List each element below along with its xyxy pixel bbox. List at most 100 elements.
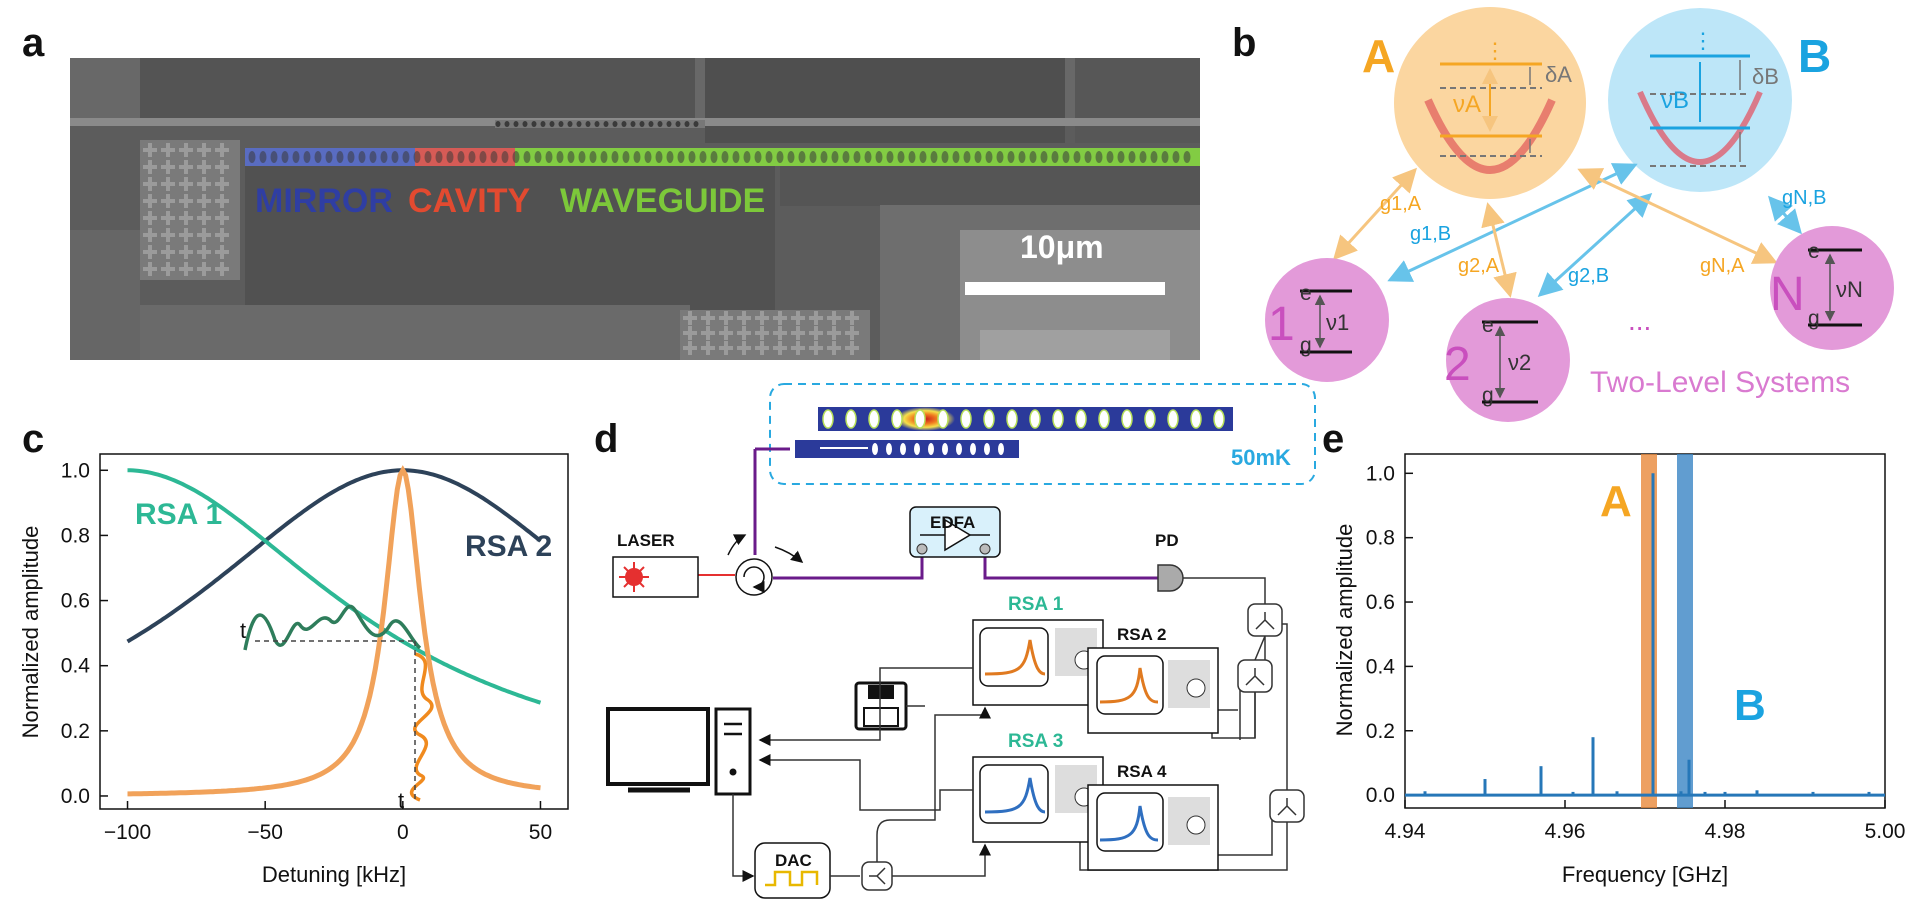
hole	[960, 409, 972, 429]
hole	[1075, 409, 1087, 429]
tls-n-index: N	[1770, 268, 1805, 321]
cross	[143, 228, 157, 242]
hole	[534, 151, 542, 163]
hole	[732, 151, 740, 163]
computer-tower-icon	[714, 707, 752, 796]
hole	[822, 409, 834, 429]
rsa-1-label: RSA 1	[135, 498, 222, 531]
cross	[737, 326, 751, 340]
plot-e-ylabel: Normalized amplitude	[1332, 524, 1357, 737]
time-trace-orange	[410, 652, 434, 802]
hole	[928, 443, 934, 455]
hole	[743, 151, 751, 163]
hole	[974, 151, 982, 163]
hole	[666, 121, 672, 127]
y-tick-label: 0.0	[61, 785, 90, 808]
hole	[490, 151, 498, 163]
cross	[179, 177, 193, 191]
hole	[622, 151, 630, 163]
beam-holes	[248, 121, 1191, 163]
band-a-label: A	[1600, 477, 1632, 526]
cross	[845, 341, 859, 355]
hole	[369, 151, 377, 163]
hole	[578, 151, 586, 163]
y-tick-label: 0.4	[61, 655, 91, 678]
hole	[914, 443, 920, 455]
hole	[248, 151, 256, 163]
x-tick-label: 4.96	[1545, 820, 1586, 843]
hole	[600, 151, 608, 163]
hole	[984, 443, 990, 455]
spectrum-trace	[1405, 473, 1885, 797]
cross	[197, 143, 211, 157]
hole	[809, 151, 817, 163]
x-tick-label: −50	[247, 821, 283, 844]
delta-b-label: δB	[1752, 64, 1779, 89]
hole	[495, 121, 501, 127]
cross	[179, 143, 193, 157]
x-tick-label: −100	[104, 821, 151, 844]
hole	[633, 151, 641, 163]
hole	[930, 151, 938, 163]
hole	[589, 151, 597, 163]
cross	[161, 194, 175, 208]
cross	[773, 311, 787, 325]
photonic-crystal-left	[143, 143, 229, 276]
hole	[754, 151, 762, 163]
cross	[215, 160, 229, 174]
hole	[1098, 409, 1110, 429]
cross	[701, 326, 715, 340]
hole	[1051, 151, 1059, 163]
cross	[683, 311, 697, 325]
t-label-x: t	[240, 618, 246, 643]
hole	[998, 443, 1004, 455]
hole	[699, 151, 707, 163]
edfa-label: EDFA	[930, 513, 975, 532]
cross	[143, 245, 157, 259]
tls-n-bubble	[1770, 226, 1894, 350]
g1b-label: g1,B	[1410, 223, 1451, 245]
cross	[161, 211, 175, 225]
time-trace-green	[243, 604, 422, 651]
mode-b-bubble	[1608, 8, 1792, 192]
cryostat-box	[769, 383, 1316, 485]
panel-label-c: c	[22, 417, 44, 461]
hole	[540, 121, 546, 127]
hole	[1183, 151, 1191, 163]
tls-n-nu: νN	[1836, 277, 1863, 302]
hole	[919, 151, 927, 163]
rsa-2-instrument	[1087, 647, 1219, 734]
hole	[787, 151, 795, 163]
cross	[791, 311, 805, 325]
hole	[908, 151, 916, 163]
y-tick-label: 1.0	[61, 459, 90, 482]
cross	[215, 262, 229, 276]
computer-monitor-icon	[606, 707, 710, 793]
gnb-label: gN,B	[1782, 187, 1826, 209]
cross	[773, 341, 787, 355]
cross	[161, 177, 175, 191]
nu-b-label: νB	[1661, 87, 1689, 114]
hole	[875, 151, 883, 163]
cross	[161, 143, 175, 157]
hole	[611, 151, 619, 163]
band-b	[1677, 454, 1693, 808]
hole	[644, 151, 652, 163]
cross	[809, 326, 823, 340]
hole	[900, 443, 906, 455]
y-tick-label: 0.2	[1366, 720, 1395, 743]
y-tick-label: 0.0	[1366, 784, 1395, 807]
dac	[754, 842, 831, 899]
cross	[683, 326, 697, 340]
hole	[1144, 409, 1156, 429]
tls-2-index: 2	[1444, 338, 1471, 391]
hole	[657, 121, 663, 127]
hole	[531, 121, 537, 127]
tls-n-e: e	[1808, 240, 1820, 263]
hole	[1095, 151, 1103, 163]
control-wiring	[732, 667, 991, 882]
tls-n-g: g	[1808, 307, 1820, 330]
hole	[776, 151, 784, 163]
